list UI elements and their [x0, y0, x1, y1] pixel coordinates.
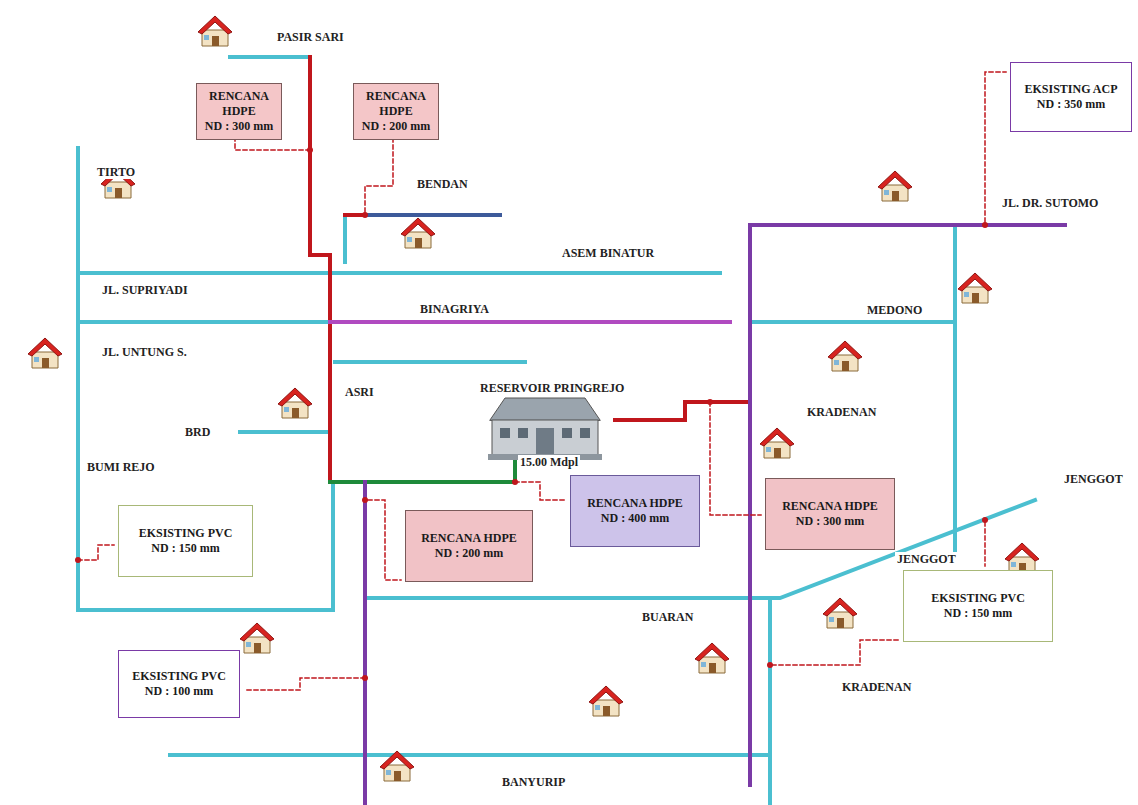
pipe-diameter: ND : 400 mm — [601, 511, 669, 526]
place-label: BUARAN — [640, 610, 695, 624]
pipe-type: RENCANA HDPE — [360, 89, 432, 119]
place-label: JENGGOT — [1062, 472, 1125, 486]
pipe-type: EKSISTING PVC — [139, 526, 233, 541]
place-label: BINAGRIYA — [418, 302, 491, 316]
place-label: JL. DR. SUTOMO — [1000, 196, 1100, 210]
house-icon — [1005, 543, 1039, 573]
place-label: MEDONO — [865, 303, 924, 317]
house-icon — [823, 598, 857, 628]
pipe-diameter: ND : 350 mm — [1037, 97, 1105, 112]
house-icon — [198, 16, 232, 46]
house-icon — [401, 218, 435, 248]
place-label: JENGGOT — [895, 552, 958, 566]
house-icon — [240, 623, 274, 653]
pipe-diameter: ND : 150 mm — [151, 541, 219, 556]
pipe-diameter: ND : 200 mm — [435, 546, 503, 561]
place-label: KRADENAN — [805, 405, 878, 419]
pipe-diameter: ND : 200 mm — [362, 119, 430, 134]
place-label: PASIR SARI — [275, 30, 346, 44]
place-label: TIRTO — [95, 165, 137, 179]
house-icon — [828, 341, 862, 371]
house-icon — [380, 751, 414, 781]
place-label: BANYURIP — [500, 775, 567, 789]
pipe-type: EKSISTING PVC — [132, 669, 226, 684]
place-label: JL. UNTUNG S. — [100, 345, 189, 359]
pipe-spec-box: EKSISTING ACPND : 350 mm — [1010, 62, 1132, 132]
place-label: KRADENAN — [840, 680, 913, 694]
house-icon — [958, 273, 992, 303]
place-label: BRD — [183, 425, 212, 439]
place-label: ASRI — [343, 385, 376, 399]
house-icon — [278, 388, 312, 418]
pipe-type: RENCANA HDPE — [782, 499, 878, 514]
house-icon — [695, 643, 729, 673]
pipe-type: RENCANA HDPE — [203, 89, 275, 119]
place-label: 15.00 Mdpl — [518, 455, 580, 469]
place-label: RESERVOIR PRINGREJO — [478, 381, 626, 395]
reservoir-building — [488, 398, 602, 460]
pipe-spec-box: EKSISTING PVCND : 100 mm — [118, 650, 240, 718]
pipe-type: EKSISTING ACP — [1024, 82, 1117, 97]
pipe-type: EKSISTING PVC — [931, 591, 1025, 606]
pipe-spec-box: RENCANA HDPEND : 300 mm — [196, 83, 282, 140]
pipe-diameter: ND : 150 mm — [944, 606, 1012, 621]
pipe-spec-box: EKSISTING PVCND : 150 mm — [903, 570, 1053, 642]
house-icon — [589, 686, 623, 716]
place-label: ASEM BINATUR — [560, 246, 656, 260]
pipe-spec-box: RENCANA HDPEND : 200 mm — [405, 510, 533, 582]
pipe-spec-box: EKSISTING PVCND : 150 mm — [118, 505, 253, 577]
pipe-spec-box: RENCANA HDPEND : 300 mm — [765, 478, 895, 550]
pipe-type: RENCANA HDPE — [421, 531, 517, 546]
pipe-type: RENCANA HDPE — [587, 496, 683, 511]
place-label: BUMI REJO — [85, 460, 157, 474]
house-icon — [878, 171, 912, 201]
house-icon — [760, 428, 794, 458]
pipe-spec-box: RENCANA HDPEND : 200 mm — [353, 83, 439, 140]
pipe-diameter: ND : 300 mm — [205, 119, 273, 134]
pipe-diameter: ND : 300 mm — [796, 514, 864, 529]
pipe-spec-box: RENCANA HDPEND : 400 mm — [570, 475, 700, 547]
pipe-diameter: ND : 100 mm — [145, 684, 213, 699]
place-label: JL. SUPRIYADI — [100, 283, 190, 297]
house-icon — [28, 338, 62, 368]
place-label: BENDAN — [415, 177, 470, 191]
